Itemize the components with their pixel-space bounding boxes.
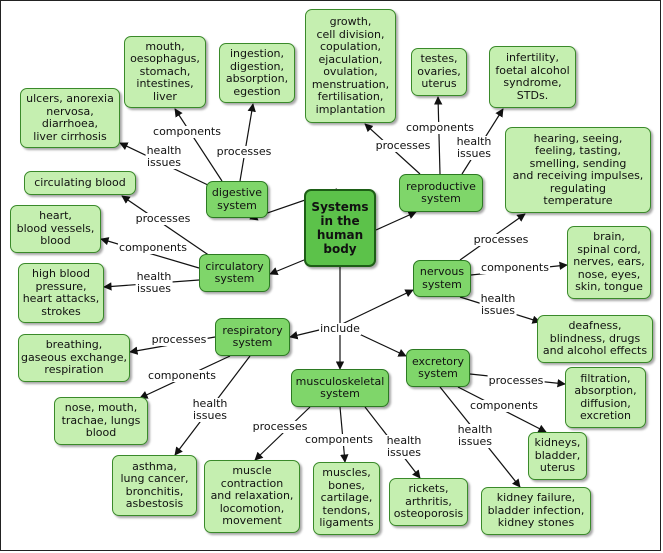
respiratory-processes-box[interactable]: breathing, gaseous exchange, respiration (18, 334, 130, 382)
node-excretory-system[interactable]: excretory system (406, 349, 470, 387)
circulatory-health-box[interactable]: high blood pressure, heart attacks, stro… (18, 263, 104, 323)
label-excretory-health: health issues (456, 423, 494, 448)
link-center-to-reproductive (375, 211, 417, 231)
label-digestive-processes: processes (215, 145, 273, 158)
label-reproductive-components: components (405, 121, 475, 134)
link-center-to-circulatory (269, 259, 305, 276)
node-nervous-system[interactable]: nervous system (413, 260, 471, 297)
label-musculoskeletal-processes: processes (251, 420, 309, 433)
label-digestive-health: health issues (145, 144, 183, 169)
label-circulatory-components: components (118, 241, 188, 254)
nervous-health-box[interactable]: deafness, blindness, drugs and alcohol e… (537, 315, 653, 363)
label-respiratory-health: health issues (191, 397, 229, 422)
excretory-health-box[interactable]: kidney failure, bladder infection, kidne… (481, 487, 591, 535)
label-musculoskeletal-components: components (304, 433, 374, 446)
reproductive-processes-box[interactable]: growth, cell division, copulation, ejacu… (305, 9, 396, 123)
node-musculoskeletal-system[interactable]: musculoskeletal system (291, 369, 389, 407)
node-respiratory-system[interactable]: respiratory system (215, 318, 290, 356)
reproductive-components-box[interactable]: testes, ovaries, uterus (411, 48, 467, 96)
node-digestive-system[interactable]: digestive system (206, 181, 268, 218)
label-reproductive-processes: processes (374, 139, 432, 152)
circulatory-components-box[interactable]: heart, blood vessels, blood (10, 205, 101, 253)
label-musculoskeletal-health: health issues (385, 434, 423, 459)
musculoskeletal-components-box[interactable]: muscles, bones, cartilage, tendons, liga… (313, 462, 380, 535)
label-nervous-processes: processes (472, 233, 530, 246)
musculoskeletal-processes-box[interactable]: muscle contraction and relaxation, locom… (204, 460, 300, 533)
center-node-systems[interactable]: Systems in the human body (304, 189, 376, 267)
label-circulatory-health: health issues (135, 270, 173, 295)
link-digestive-to-components (174, 108, 223, 182)
node-reproductive-system[interactable]: reproductive system (399, 174, 483, 212)
respiratory-health-box[interactable]: asthma, lung cancer, bronchitis, asbesto… (112, 455, 197, 516)
musculoskeletal-health-box[interactable]: rickets, arthritis, osteoporosis (389, 478, 468, 526)
node-circulatory-system[interactable]: circulatory system (199, 254, 270, 292)
label-excretory-components: components (469, 399, 539, 412)
label-circulatory-processes: processes (134, 212, 192, 225)
link-reproductive-to-components (433, 96, 443, 175)
label-reproductive-health: health issues (455, 135, 493, 160)
label-excretory-processes: processes (487, 374, 545, 387)
excretory-processes-box[interactable]: filtration, absorption, diffusion, excre… (565, 367, 646, 428)
digestive-health-box[interactable]: ulcers, anorexia nervosa, diarrhoea, liv… (20, 88, 120, 148)
link-center-to-nervous (339, 289, 414, 326)
excretory-components-box[interactable]: kidneys, bladder, uterus (528, 432, 587, 480)
link-circulatory-to-processes (121, 195, 211, 257)
circulatory-processes-box[interactable]: circulating blood (24, 171, 136, 195)
label-respiratory-processes: processes (150, 333, 208, 346)
nervous-components-box[interactable]: brain, spinal cord, nerves, ears, nose, … (567, 226, 651, 299)
label-include: include (319, 322, 361, 335)
reproductive-health-box[interactable]: infertility, foetal alcohol syndrome, ST… (489, 46, 576, 108)
label-nervous-health: health issues (479, 292, 517, 317)
digestive-processes-box[interactable]: ingestion, digestion, absorption, egesti… (219, 43, 295, 103)
label-respiratory-components: components (147, 369, 217, 382)
respiratory-components-box[interactable]: nose, mouth, trachae, lungs blood (54, 397, 148, 445)
label-digestive-components: components (152, 125, 222, 138)
nervous-processes-box[interactable]: hearing, seeing, feeling, tasting, smell… (505, 127, 651, 213)
label-nervous-components: components (480, 261, 550, 274)
digestive-components-box[interactable]: mouth, oesophagus, stomach, intestines, … (124, 36, 206, 108)
link-digestive-to-processes (239, 103, 256, 182)
link-musculoskeletal-to-processes (254, 406, 311, 461)
